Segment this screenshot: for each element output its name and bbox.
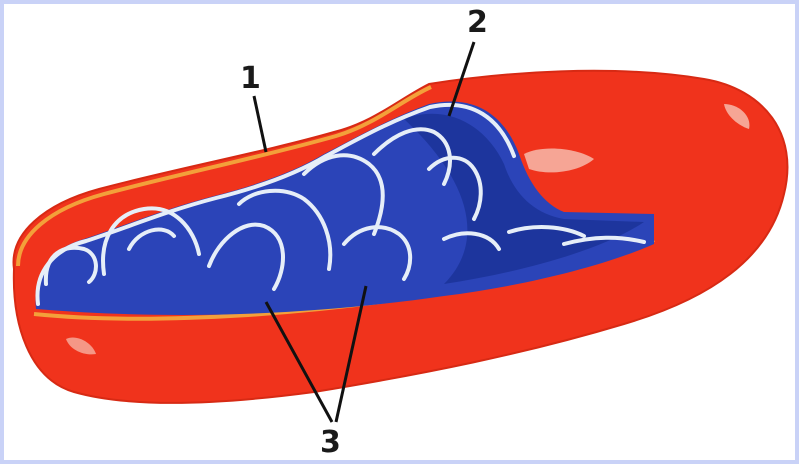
label-2: 2 <box>467 8 488 38</box>
mitochondrion-diagram <box>4 4 795 460</box>
diagram-frame: 1 2 3 <box>4 4 795 460</box>
label-1: 1 <box>240 64 261 94</box>
label-3: 3 <box>320 428 341 458</box>
leader-line-1 <box>254 96 266 152</box>
